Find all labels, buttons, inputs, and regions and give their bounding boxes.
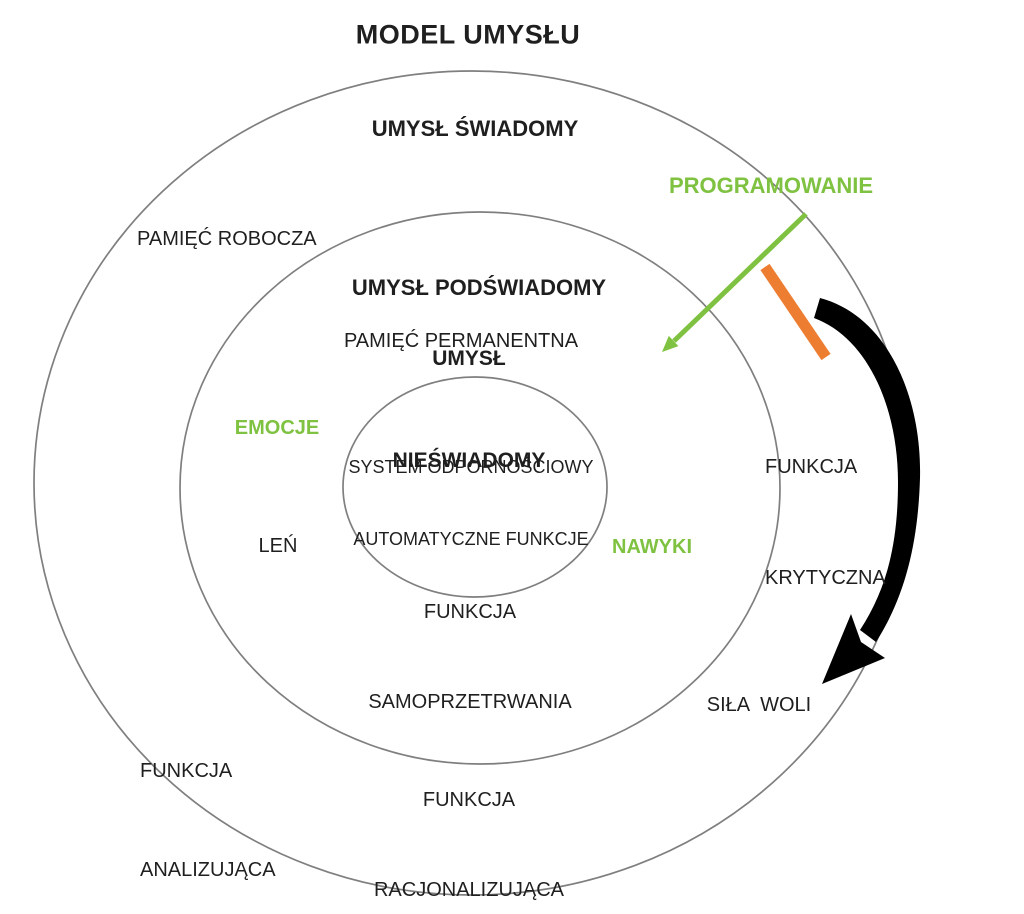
- programming-label: PROGRAMOWANIE: [668, 173, 874, 198]
- emotions-label: EMOCJE: [234, 417, 320, 439]
- unconscious-mind-title-line1: UMYSŁ: [432, 347, 506, 370]
- immune-system-label: SYSTEM ODPORNOŚCIOWY: [348, 457, 594, 477]
- rationalizing-function-label: FUNKCJA RACJONALIZUJĄCA: [374, 725, 564, 914]
- analyzing-function-line2: ANALIZUJĄCA: [140, 859, 276, 881]
- conscious-mind-title: UMYSŁ ŚWIADOMY: [371, 116, 579, 141]
- inner-circle-functions-label: SYSTEM ODPORNOŚCIOWY AUTOMATYCZNE FUNKCJ…: [348, 407, 593, 599]
- critical-function-label: FUNKCJA KRYTYCZNA: [765, 375, 886, 671]
- self-preservation-function-label: FUNKCJA SAMOPRZETRWANIA: [368, 537, 571, 777]
- willpower-arrow-head-icon: [822, 614, 885, 684]
- critical-function-bar: [760, 263, 831, 361]
- critical-function-line1: FUNKCJA: [765, 456, 858, 478]
- unconscious-mind-title: UMYSŁ NIEŚWIADOMY: [393, 274, 546, 546]
- habits-label: NAWYKI: [612, 536, 692, 558]
- permanent-memory-label: PAMIĘĆ PERMANENTNA: [343, 330, 579, 352]
- self-preservation-line1: FUNKCJA: [423, 601, 517, 623]
- analyzing-function-line1: FUNKCJA: [140, 760, 233, 782]
- laziness-label: LEŃ: [258, 535, 298, 557]
- middle-circle-subconscious: [179, 211, 781, 765]
- programming-arrow-head-icon: [662, 335, 679, 352]
- willpower-label: SIŁA WOLI: [706, 694, 812, 716]
- subconscious-mind-title: UMYSŁ PODŚWIADOMY: [351, 275, 607, 300]
- automatic-functions-label: AUTOMATYCZNE FUNKCJE: [353, 529, 589, 549]
- analyzing-function-label: FUNKCJA ANALIZUJĄCA: [140, 689, 276, 914]
- working-memory-label: PAMIĘĆ ROBOCZA: [137, 228, 317, 250]
- programming-arrow-shaft: [672, 212, 808, 343]
- rationalizing-function-line1: FUNKCJA: [422, 789, 516, 811]
- willpower-arrow-body: [814, 298, 921, 642]
- page-title: MODEL UMYSŁU: [355, 19, 581, 50]
- rationalizing-function-line2: RACJONALIZUJĄCA: [373, 879, 565, 901]
- inner-circle-unconscious: [342, 376, 608, 598]
- critical-function-line2: KRYTYCZNA: [765, 567, 886, 589]
- unconscious-mind-title-line2: NIEŚWIADOMY: [392, 449, 546, 472]
- self-preservation-line2: SAMOPRZETRWANIA: [368, 691, 572, 713]
